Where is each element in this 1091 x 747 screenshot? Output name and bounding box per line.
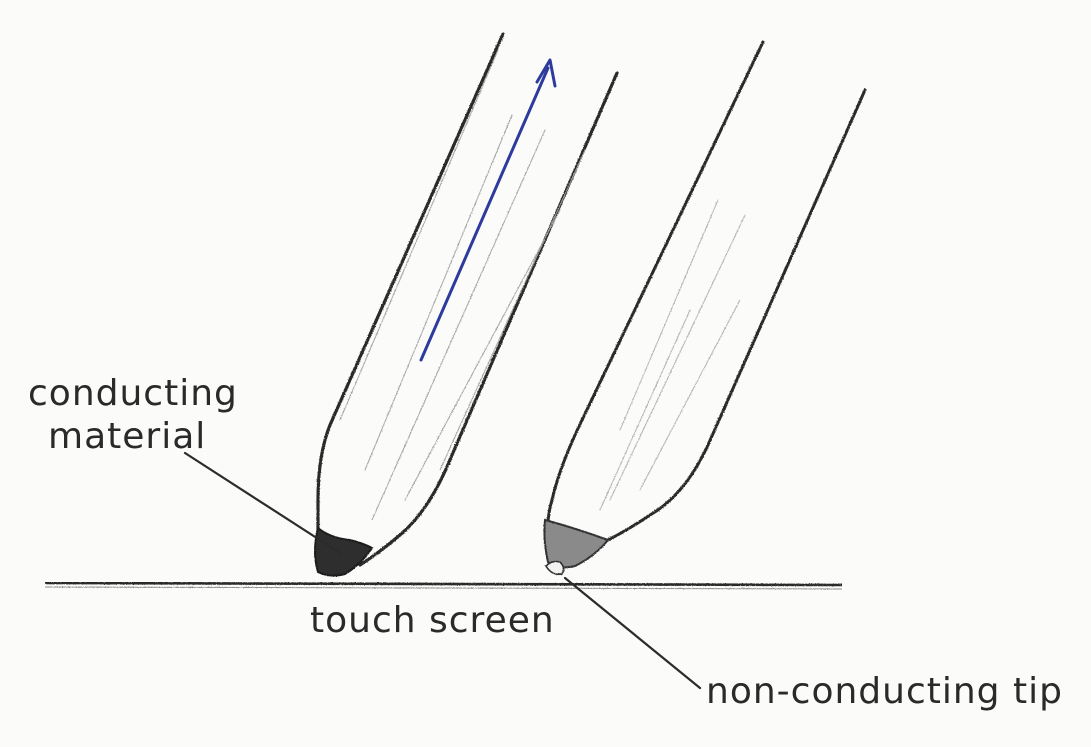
non-conducting-stylus-shading xyxy=(599,199,746,511)
conducting-material-pointer xyxy=(183,451,342,555)
non-conducting-tip-pointer xyxy=(563,576,702,690)
non-conducting-stylus-right-edge xyxy=(606,88,867,542)
non-conducting-tip-label: non-conducting tip xyxy=(706,671,1063,712)
conducting-stylus-left-edge xyxy=(316,32,505,547)
non-conducting-stylus-left-edge xyxy=(546,40,765,567)
conducting-stylus xyxy=(314,32,619,577)
non-conducting-ferrule xyxy=(543,518,610,569)
upward-arrow xyxy=(419,58,557,362)
conducting-label-line1: conducting xyxy=(28,373,238,414)
conducting-stylus-shading xyxy=(339,49,586,521)
touch-screen-label: touch screen xyxy=(310,600,555,641)
non-conducting-stylus xyxy=(543,40,867,576)
conducting-material-tip xyxy=(314,526,374,577)
conducting-label-line2: material xyxy=(48,416,206,457)
conducting-stylus-right-edge xyxy=(358,71,619,567)
non-conducting-tip xyxy=(544,560,565,576)
touch-screen-surface xyxy=(44,581,843,590)
